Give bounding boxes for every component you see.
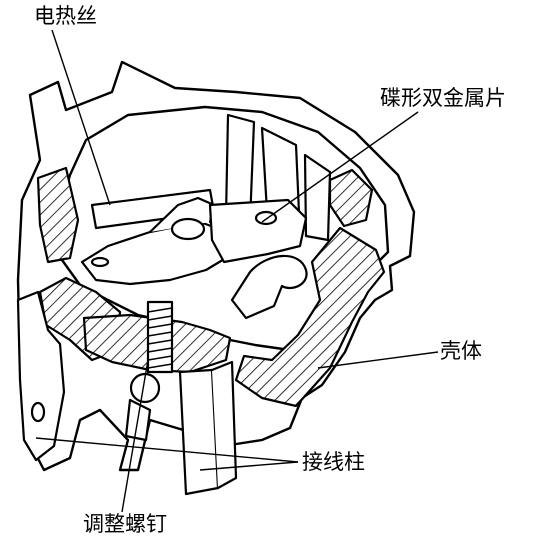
- rib-3: [303, 153, 332, 242]
- right-terminal: [178, 368, 220, 496]
- spring-clip: [230, 254, 308, 320]
- shell-label: 壳体: [440, 339, 482, 363]
- terminal-label: 接线柱: [302, 450, 365, 474]
- center-contact: [170, 217, 206, 241]
- leader-terminal-right: [199, 461, 299, 471]
- hole-left: [90, 256, 110, 268]
- right-wall-section: [234, 226, 386, 408]
- leader-shell: [317, 351, 439, 369]
- adjust-screw-label: 调整螺钉: [83, 512, 167, 536]
- left-wall-section: [36, 166, 80, 264]
- bimetal-disc-label: 碟形双金属片: [380, 86, 506, 110]
- leader-disc: [261, 111, 419, 223]
- terminal-hole: [30, 401, 46, 423]
- leader-screw: [121, 359, 149, 513]
- right-terminal-side: [210, 360, 238, 490]
- bimetal-disc-shape: [208, 198, 308, 264]
- leader-terminal-left: [35, 437, 299, 463]
- left-terminal: [16, 290, 66, 462]
- leader-heater: [51, 29, 111, 206]
- screw-shaft: [146, 300, 174, 374]
- heater-wire-label: 电热丝: [34, 4, 97, 28]
